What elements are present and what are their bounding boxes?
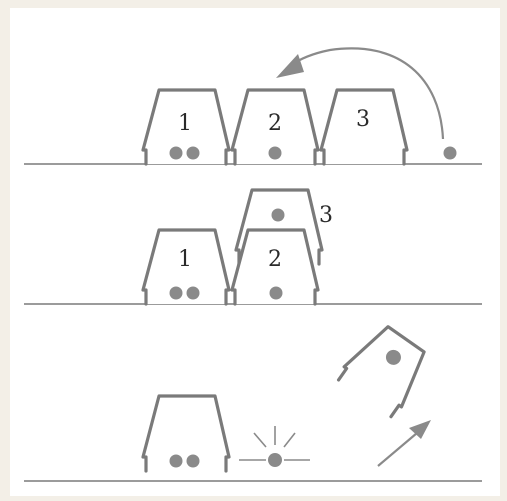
row1-cup-3: 3 [321, 90, 407, 164]
row2-cup-2: 2 [232, 230, 318, 304]
row2-cup-3-label: 3 [319, 203, 333, 228]
sparkle-ball [268, 453, 282, 467]
sparkle-ray [254, 433, 266, 447]
row3-lift-arrow [378, 420, 431, 466]
row2-cup-1: 1 [143, 230, 229, 304]
row1-cup-1-ball-b [187, 147, 200, 160]
row1-cup-2-label: 2 [268, 111, 282, 136]
row3-sparkling-ball [239, 426, 310, 467]
row3-cup-ball-b [187, 455, 200, 468]
row1-cup-1-label: 1 [178, 111, 192, 136]
sparkle-ray [284, 433, 295, 447]
cups-and-balls-diagram: 1 2 3 1 3 2 [10, 8, 500, 496]
row1-cup-3-label: 3 [356, 107, 370, 132]
row1-cup-1-ball-a [170, 147, 183, 160]
row2-cup-1-ball-a [170, 287, 183, 300]
row2-cup-2-ball [270, 287, 283, 300]
row2-cup-2-label: 2 [268, 247, 282, 272]
row1-loose-ball [444, 147, 457, 160]
row1-cup-1: 1 [143, 90, 229, 164]
row1-cup-2-ball [269, 147, 282, 160]
row2-cup-1-ball-b [187, 287, 200, 300]
row2-cup-1-label: 1 [178, 247, 192, 272]
arrow-head [276, 54, 304, 78]
row3-cup-ball-a [170, 455, 183, 468]
row3-cup [143, 396, 229, 471]
row2-cup-3-ball [272, 209, 285, 222]
row1-cup-2: 2 [232, 90, 318, 164]
diagram-panel: 1 2 3 1 3 2 [10, 8, 500, 496]
row3-lifted-cup [336, 319, 435, 418]
